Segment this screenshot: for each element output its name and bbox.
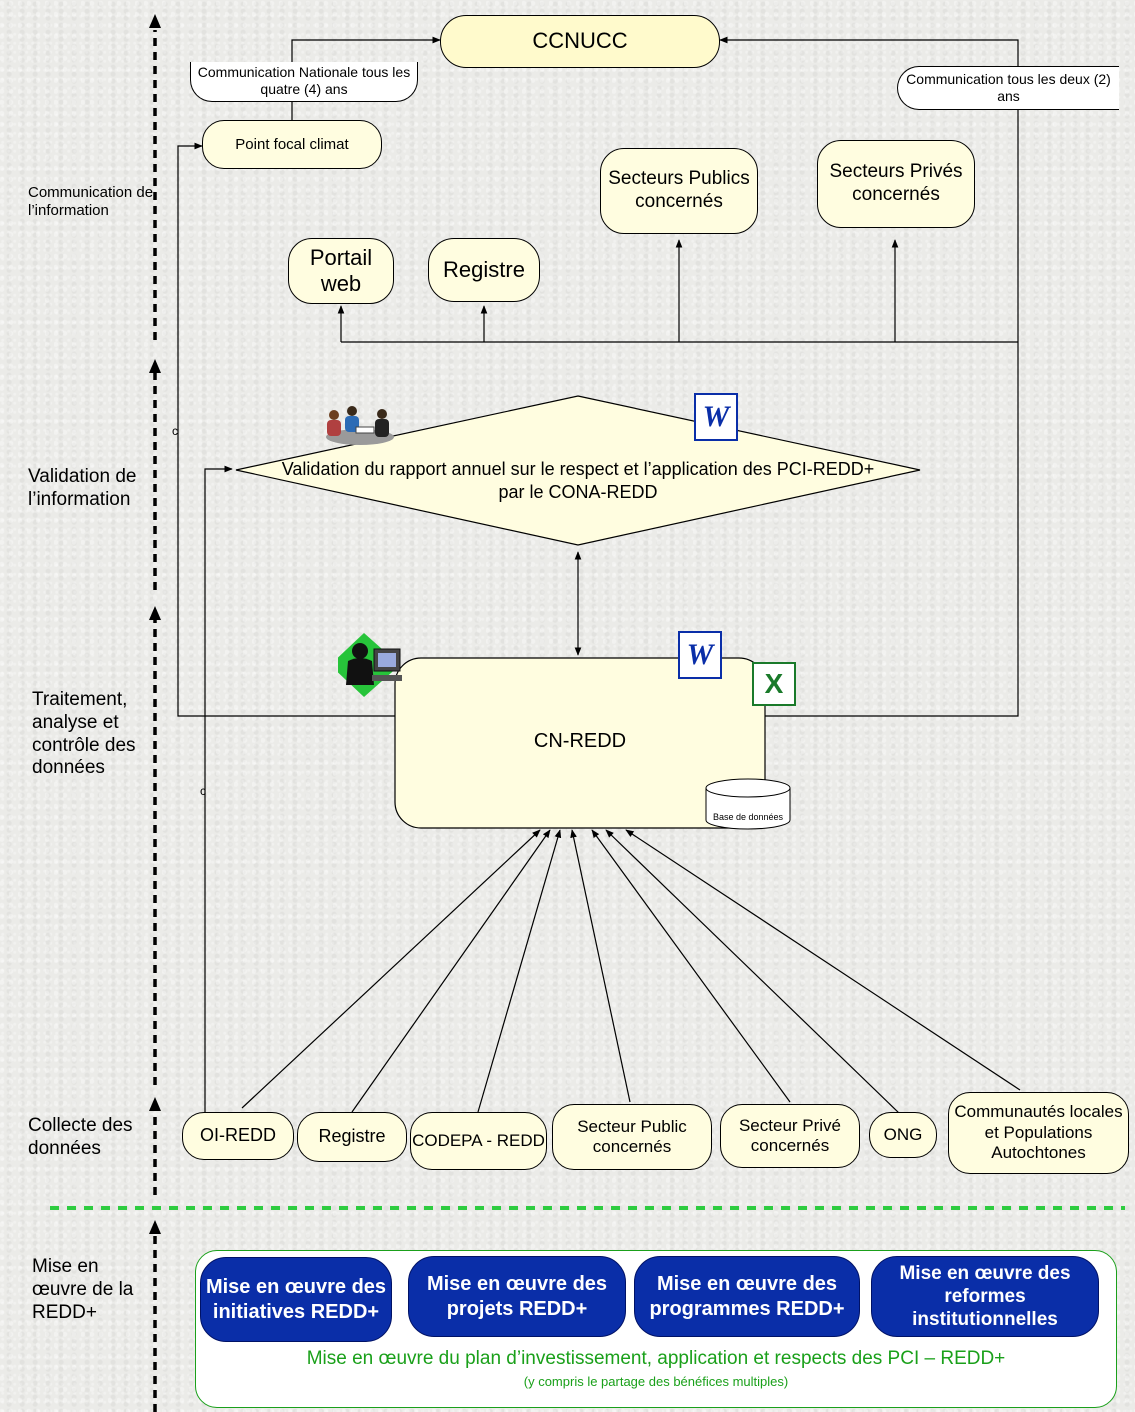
comm-deux-callout: Communication tous les deux (2) ans [897, 66, 1119, 110]
word-icon: W [694, 393, 738, 441]
meeting-icon [318, 405, 398, 447]
implementation-programmes: Mise en œuvre des programmes REDD+ [634, 1256, 860, 1337]
stage-mise-en-oeuvre: Mise en œuvre de la REDD+ [32, 1256, 134, 1323]
c-mark-upper: c [172, 424, 178, 438]
excel-icon: X [752, 662, 796, 706]
point-focal-node: Point focal climat [202, 120, 382, 169]
cn-redd-label: CN-REDD [533, 730, 627, 752]
collecte-codepa: CODEPA - REDD [410, 1112, 547, 1170]
word-icon: W [678, 631, 722, 679]
secteurs-publics-node: Secteurs Publics concernés [600, 148, 758, 234]
stage-collecte: Collecte des données [28, 1115, 133, 1159]
validation-text: Validation du rapport annuel sur le resp… [280, 458, 876, 503]
stage-communication: Communication de l’information [28, 184, 154, 219]
registre-top-label: Registre [443, 256, 525, 282]
implementation-plan-text: Mise en œuvre du plan d’investissement, … [306, 1348, 1006, 1369]
implementation-plan-note: (y compris le partage des bénéfices mult… [523, 1374, 789, 1389]
registre-top-node: Registre [428, 238, 540, 302]
comm-deux-label: Communication tous les deux (2) ans [906, 71, 1111, 104]
secteurs-prives-label: Secteurs Privés concernés [829, 161, 963, 205]
stage-validation: Validation de l’information [28, 466, 137, 510]
implementation-reformes: Mise en œuvre des reformes institutionne… [871, 1256, 1099, 1337]
database-label: Base de données [712, 812, 784, 822]
cn-redd-text: CN-REDD [395, 730, 765, 753]
database-icon: Base de données [705, 778, 791, 830]
implementation-projets: Mise en œuvre des projets REDD+ [408, 1256, 626, 1337]
cn-redd-box [394, 657, 766, 829]
c-mark-lower: c [200, 784, 206, 798]
stage-traitement: Traitement, analyse et contrôle des donn… [32, 689, 136, 779]
implementation-initiatives: Mise en œuvre des initiatives REDD+ [200, 1257, 392, 1342]
comm-nationale-label: Communication Nationale tous les quatre … [197, 64, 411, 97]
validation-diamond [235, 395, 921, 546]
validation-label: Validation du rapport annuel sur le resp… [281, 459, 875, 502]
comm-nationale-callout: Communication Nationale tous les quatre … [190, 62, 418, 102]
computer-user-icon [330, 633, 408, 699]
collecte-oi-redd: OI-REDD [182, 1112, 294, 1160]
portail-web-node: Portail web [288, 238, 394, 304]
collecte-secteur-public: Secteur Public concernés [552, 1104, 712, 1170]
portail-web-label: Portail web [309, 244, 373, 296]
secteurs-publics-label: Secteurs Publics concernés [608, 168, 750, 212]
point-focal-label: Point focal climat [235, 135, 349, 153]
collecte-ong: ONG [869, 1112, 937, 1158]
collecte-registre: Registre [297, 1112, 407, 1162]
collecte-secteur-prive: Secteur Privé concernés [720, 1104, 860, 1168]
secteurs-prives-node: Secteurs Privés concernés [817, 140, 975, 228]
ccnucc-label: CCNUCC [532, 28, 628, 54]
collecte-communautes: Communautés locales et Populations Autoc… [948, 1092, 1129, 1174]
ccnucc-node: CCNUCC [440, 15, 720, 68]
